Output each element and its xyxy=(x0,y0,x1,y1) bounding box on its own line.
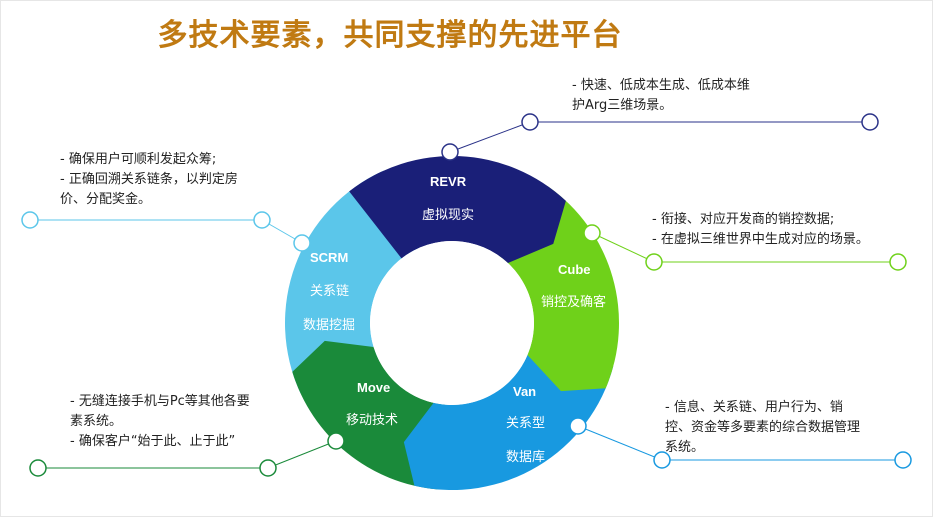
move-mid-dot xyxy=(259,459,277,477)
move-note-line: 素系统。 xyxy=(70,414,123,429)
cube-end-dot xyxy=(889,253,907,271)
van-connector xyxy=(577,425,663,461)
van-note-line: 控、资金等多要素的综合数据管理 xyxy=(665,420,861,435)
van-mid-dot xyxy=(653,451,671,469)
page-title: 多技术要素，共同支撑的先进平台 xyxy=(157,18,623,53)
van-note-line: - 信息、关系链、用户行为、销 xyxy=(665,400,843,415)
van-desc-2: 数据库 xyxy=(506,449,545,465)
scrm-anchor-dot xyxy=(293,234,311,252)
van-note: - 信息、关系链、用户行为、销 控、资金等多要素的综合数据管理 系统。 xyxy=(665,398,860,458)
cube-note: - 衔接、对应开发商的销控数据; - 在虚拟三维世界中生成对应的场景。 xyxy=(652,210,869,250)
move-end-dot xyxy=(29,459,47,477)
revr-label: REVR xyxy=(430,174,467,189)
van-label: Van xyxy=(513,384,536,399)
scrm-note-line: - 正确回溯关系链条，以判定房 xyxy=(60,172,238,187)
move-anchor-dot xyxy=(327,432,345,450)
revr-note-line: - 快速、低成本生成、低成本维 xyxy=(572,78,750,93)
van-note-line: 系统。 xyxy=(665,440,705,455)
cube-mid-dot xyxy=(645,253,663,271)
cube-desc: 销控及确客 xyxy=(541,294,606,310)
van-anchor-dot xyxy=(569,417,587,435)
move-note-line: - 确保客户“始于此、止于此” xyxy=(70,434,236,449)
van-end-dot xyxy=(894,451,912,469)
revr-mid-dot xyxy=(521,113,539,131)
revr-connector xyxy=(449,121,531,153)
cube-note-line: - 衔接、对应开发商的销控数据; xyxy=(652,212,835,227)
cube-connector xyxy=(591,232,655,263)
move-label: Move xyxy=(357,380,390,395)
cube-label: Cube xyxy=(558,262,591,277)
move-connector xyxy=(267,440,337,469)
scrm-desc-1: 关系链 xyxy=(310,284,349,299)
move-desc: 移动技术 xyxy=(346,413,398,428)
revr-anchor-dot xyxy=(441,143,459,161)
ring-center xyxy=(370,241,534,405)
scrm-note-line: 价、分配奖金。 xyxy=(60,192,152,207)
revr-note: - 快速、低成本生成、低成本维 护Arg三维场景。 xyxy=(572,76,750,116)
revr-end-dot xyxy=(861,113,879,131)
scrm-label: SCRM xyxy=(310,250,348,265)
van-desc-1: 关系型 xyxy=(506,416,545,431)
revr-desc: 虚拟现实 xyxy=(422,208,474,223)
revr-note-line: 护Arg三维场景。 xyxy=(572,98,673,113)
scrm-desc-2: 数据挖掘 xyxy=(303,318,355,333)
scrm-note-line: - 确保用户可顺利发起众筹; xyxy=(60,152,217,167)
move-note-line: - 无缝连接手机与Pc等其他各要 xyxy=(70,394,250,409)
scrm-end-dot xyxy=(21,211,39,229)
scrm-note: - 确保用户可顺利发起众筹; - 正确回溯关系链条，以判定房 价、分配奖金。 xyxy=(60,150,238,210)
scrm-mid-dot xyxy=(253,211,271,229)
move-note: - 无缝连接手机与Pc等其他各要 素系统。 - 确保客户“始于此、止于此” xyxy=(70,392,250,452)
cube-note-line: - 在虚拟三维世界中生成对应的场景。 xyxy=(652,232,869,247)
revr-segment xyxy=(349,156,566,264)
cube-anchor-dot xyxy=(583,224,601,242)
